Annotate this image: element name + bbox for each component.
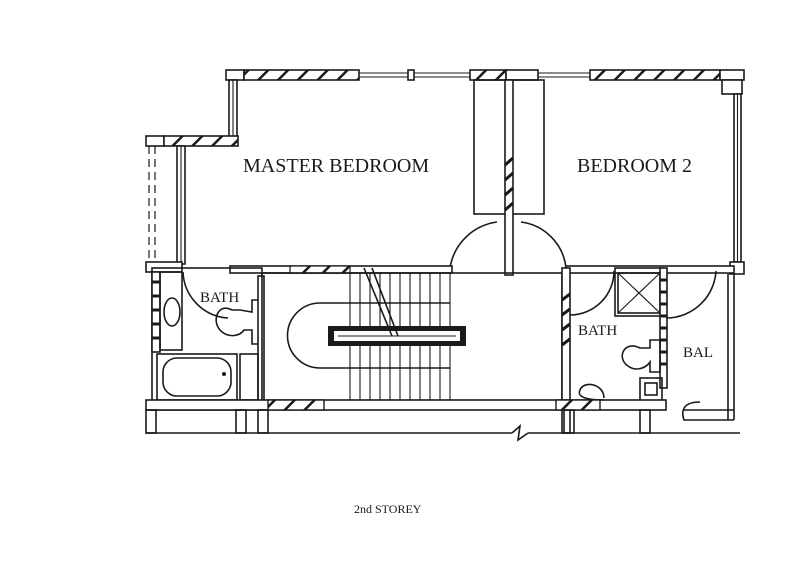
room-label-balcony: BAL bbox=[683, 345, 713, 361]
basin-right bbox=[578, 383, 605, 401]
bathtub bbox=[162, 357, 232, 397]
room-label-bedroom-2: BEDROOM 2 bbox=[577, 155, 692, 177]
top-wall bbox=[225, 69, 745, 95]
balcony-planter bbox=[682, 401, 734, 421]
shower-stall bbox=[614, 267, 664, 317]
bedroom-doors bbox=[449, 221, 567, 269]
master-west-wall bbox=[145, 79, 239, 268]
window-top-master bbox=[359, 69, 470, 81]
room-label-master-bedroom: MASTER BEDROOM bbox=[243, 155, 429, 177]
south-wall bbox=[145, 399, 740, 442]
basin bbox=[163, 297, 181, 327]
staircase bbox=[261, 267, 563, 402]
wardrobe bbox=[473, 79, 545, 276]
room-label-bath-right: BATH bbox=[578, 323, 617, 339]
room-label-bath-left: BATH bbox=[200, 290, 239, 306]
plan-caption: 2nd STOREY bbox=[354, 502, 422, 516]
bedroom2-east-wall bbox=[729, 93, 745, 275]
toilet-right bbox=[621, 339, 661, 373]
window-top-bedroom2 bbox=[538, 72, 590, 78]
toilet bbox=[215, 299, 263, 345]
